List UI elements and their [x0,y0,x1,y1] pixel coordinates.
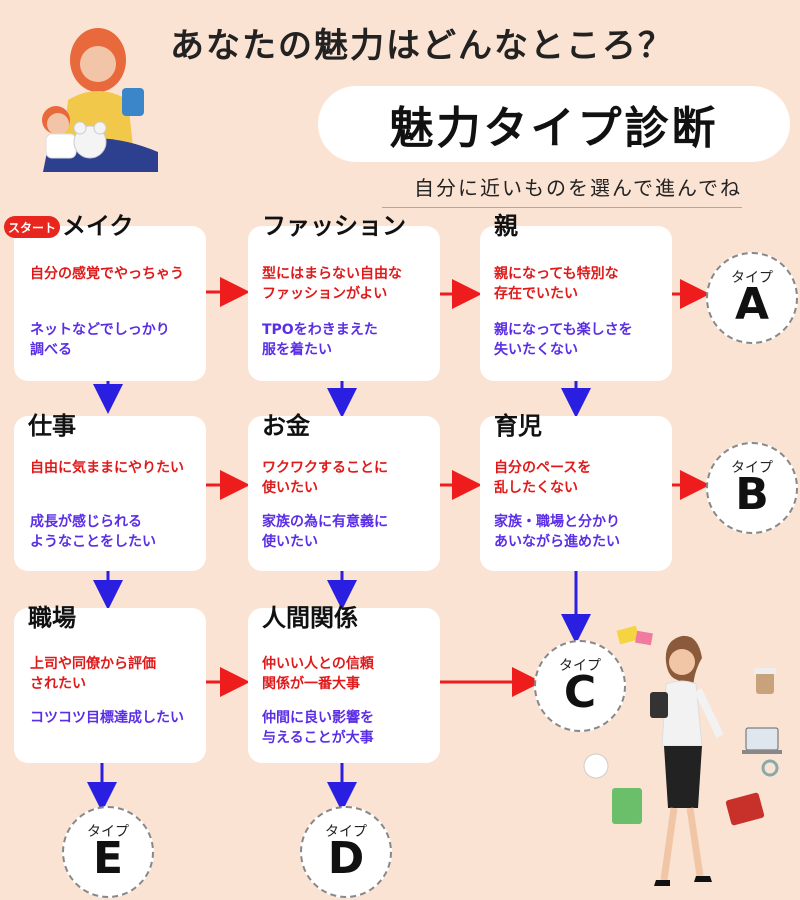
type-a-letter: A [734,279,770,330]
node-relations-option-red[interactable]: 仲いい人との信頼 関係が一番大事 [262,656,374,692]
node-childcare [480,416,672,571]
node-childcare-title: 育児 [494,412,542,440]
type-d-letter: D [327,833,365,884]
node-fashion-option-purple[interactable]: TPOをわきまえた 服を着たい [262,322,378,358]
node-makeup-option-red[interactable]: 自分の感覚でやっちゃう [30,266,184,282]
node-workplace [14,608,206,763]
type-c-label: タイプ [559,658,601,674]
type-c-letter: C [563,667,597,718]
type-e-label: タイプ [87,824,129,840]
type-d-circle: タイプ D [300,806,392,898]
node-relations [248,608,440,763]
node-makeup-option-purple[interactable]: ネットなどでしっかり 調べる [30,322,170,358]
title-pill: 魅力タイプ診断 [318,86,790,162]
node-money-option-red[interactable]: ワクワクすることに 使いたい [262,460,388,496]
node-parent-title: 親 [494,212,518,240]
type-e-circle: タイプ E [62,806,154,898]
node-money-title: お金 [262,412,310,440]
node-parent-option-red[interactable]: 親になっても特別な 存在でいたい [494,266,619,302]
node-fashion-title: ファッション [262,212,406,240]
node-workplace-option-purple[interactable]: コツコツ目標達成したい [30,710,184,726]
type-c-circle: タイプ C [534,640,626,732]
node-relations-option-purple[interactable]: 仲間に良い影響を 与えることが大事 [262,710,374,746]
type-b-circle: タイプ B [706,442,798,534]
node-relations-title: 人間関係 [262,604,358,632]
subtitle: 自分に近いものを選んで進んでね [382,172,742,208]
node-fashion [248,226,440,381]
node-work-title: 仕事 [28,412,76,440]
type-a-label: タイプ [731,270,773,286]
type-b-letter: B [735,469,769,520]
node-money-option-purple[interactable]: 家族の為に有意義に 使いたい [262,514,388,550]
mother-child-illustration [42,28,158,172]
node-makeup [14,226,206,381]
node-parent-option-purple[interactable]: 親になっても楽しさを 失いたくない [494,322,633,358]
node-work [14,416,206,571]
node-workplace-title: 職場 [28,604,76,632]
type-d-label: タイプ [325,824,367,840]
type-b-label: タイプ [731,460,773,476]
node-childcare-option-red[interactable]: 自分のペースを 乱したくない [494,460,592,496]
node-childcare-option-purple[interactable]: 家族・職場と分かり あいながら進めたい [494,514,620,550]
node-fashion-option-red[interactable]: 型にはまらない自由な ファッションがよい [262,266,402,302]
page-title: 魅力タイプ診断 [389,103,719,154]
type-a-circle: タイプ A [706,252,798,344]
node-parent [480,226,672,381]
node-workplace-option-red[interactable]: 上司や同僚から評価 されたい [30,656,156,692]
node-work-option-red[interactable]: 自由に気ままにやりたい [30,460,184,476]
node-work-option-purple[interactable]: 成長が感じられる ようなことをしたい [30,514,156,550]
node-makeup-title: メイク [62,212,134,240]
start-badge: スタート [4,216,60,238]
businesswoman-illustration [583,625,782,886]
type-e-letter: E [92,833,124,884]
question-heading: あなたの魅力はどんなところ？ [170,26,674,66]
node-money [248,416,440,571]
